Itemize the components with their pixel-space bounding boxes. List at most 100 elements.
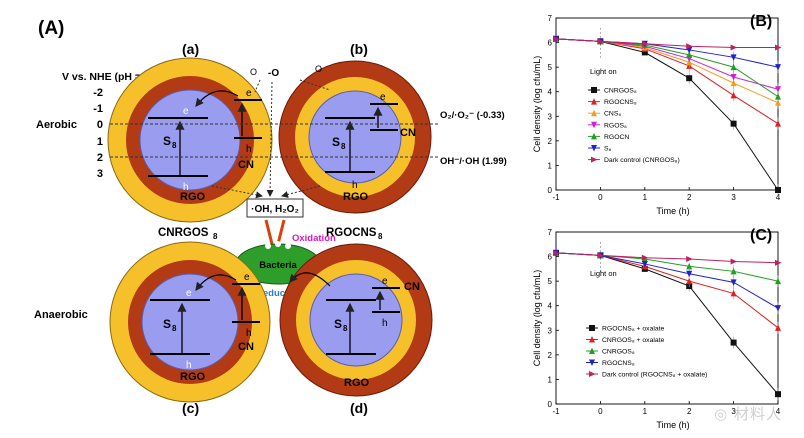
rgocns8-caption: RGOCNS	[326, 227, 377, 239]
s8-label: S	[334, 317, 342, 331]
electron-label: e	[380, 92, 386, 103]
s8-subscript: 8	[172, 141, 177, 150]
y-tick-label: 2	[548, 351, 553, 360]
data-point	[730, 289, 737, 297]
legend-entry: CNRGOS₈ + oxalate	[602, 337, 665, 344]
panel-label-a: (A)	[38, 18, 64, 39]
plot-frame	[555, 231, 779, 405]
s8-subscript: 8	[172, 324, 177, 333]
y-tick-label: 4	[548, 302, 553, 311]
series-line	[555, 252, 779, 329]
data-point	[775, 93, 781, 100]
chart-b-ylabel: Cell density (log cfu/mL)	[532, 56, 542, 153]
rgocns8-caption-sub: 8	[378, 232, 383, 241]
data-point	[686, 51, 693, 58]
chart-b-light-on: Light on	[590, 67, 617, 76]
data-point	[553, 249, 560, 256]
plot-frame	[555, 17, 779, 191]
chart-c-xlabel: Time (h)	[656, 420, 689, 430]
series-line	[555, 252, 779, 309]
data-point	[775, 187, 781, 193]
rgo-label: RGO	[343, 191, 369, 203]
o2-potential-label: O₂/·O₂⁻ (-0.33)	[440, 110, 505, 121]
cn-label: CN	[400, 127, 416, 139]
ros-label: ·OH, H₂O₂	[251, 204, 299, 215]
data-point	[730, 63, 737, 71]
reduction-label: Reduction	[256, 288, 303, 299]
x-tick-label: 2	[687, 193, 692, 202]
data-point	[641, 49, 648, 56]
data-point	[730, 120, 737, 127]
data-point	[597, 38, 604, 45]
y-tick-label: 4	[548, 88, 553, 97]
data-point	[641, 254, 649, 261]
s8-subscript: 8	[343, 324, 348, 333]
y-tick-label: 3	[548, 326, 553, 335]
cnrgos8-caption: CNRGOS	[158, 227, 209, 239]
legend-swatch-marker	[591, 87, 597, 93]
particle-cnrgos8-anaerobic: S 8 e h e h CN RGO	[109, 241, 271, 403]
data-point	[686, 43, 693, 50]
particle-rgocns8: S 8 e h CN RGO	[278, 60, 432, 214]
energy-axis-ticks: -2 -1 0 1 2 3	[93, 87, 103, 180]
energy-axis-title: V vs. NHE (pH = 7)	[62, 71, 153, 83]
electron-label: e	[244, 272, 250, 283]
cn-label: CN	[404, 281, 420, 293]
y-tick-label: 0	[548, 186, 553, 195]
legend-entry: S₈	[604, 146, 612, 153]
data-point	[686, 46, 693, 54]
oh-potential-label: OH⁻/·OH (1.99)	[440, 156, 507, 167]
subpanel-a-label: (a)	[182, 41, 199, 57]
particle-rgocns8-anaerobic: S 8 e h CN RGO	[279, 243, 433, 397]
series-line	[555, 38, 779, 191]
y-tick-label: 5	[548, 277, 553, 286]
series-line	[555, 38, 779, 68]
legend-entry: RGOCNS₈ + oxalate	[602, 326, 665, 333]
data-point	[775, 120, 781, 127]
data-point	[553, 35, 560, 42]
s8-label: S	[163, 317, 171, 331]
hole-label: h	[183, 182, 189, 193]
chart-b-panel-label: (B)	[750, 13, 772, 30]
energy-tick: 2	[97, 152, 103, 164]
energy-tick: 3	[97, 168, 103, 180]
data-point	[775, 259, 782, 266]
legend-swatch-marker	[591, 145, 597, 152]
hole-label: h	[246, 144, 252, 155]
legend-swatch-marker	[591, 98, 597, 105]
x-tick-label: 1	[643, 193, 648, 202]
schematic-panel: (A) (a) (b) (c) (d) V vs. NHE (pH = 7) -…	[34, 18, 507, 416]
rgo-label: RGO	[344, 377, 370, 389]
legend-entry: RGOS₈	[604, 122, 627, 129]
data-point	[597, 252, 604, 259]
energy-tick: 1	[97, 136, 103, 148]
legend-swatch-marker	[591, 109, 597, 117]
legend-entry: Dark control (CNRGOS₈)	[604, 157, 680, 164]
data-point	[641, 40, 649, 47]
oxidation-label: Oxidation	[292, 233, 336, 244]
legend-swatch-marker	[589, 325, 595, 331]
s8-core	[139, 89, 241, 191]
x-tick-label: -1	[552, 407, 560, 416]
legend-entry: CNRGOS₈	[604, 88, 637, 95]
rgo-label: RGO	[180, 191, 206, 203]
subpanel-c-label: (c)	[182, 400, 199, 416]
subpanel-d-label: (d)	[350, 400, 368, 416]
bacteria-label: Bacteria	[259, 260, 297, 271]
y-tick-label: 3	[548, 112, 553, 121]
rgo-label: RGO	[180, 371, 206, 383]
data-point	[641, 260, 648, 268]
y-tick-label: 2	[548, 137, 553, 146]
cnrgos8-caption-sub: 8	[213, 232, 218, 241]
series-line	[555, 38, 778, 48]
s8-label: S	[163, 134, 171, 148]
chart-c-series	[553, 249, 782, 401]
y-tick-label: 1	[548, 161, 553, 170]
s8-label: S	[332, 135, 340, 149]
data-point	[730, 44, 738, 51]
y-tick-label: 7	[548, 228, 553, 237]
data-point	[730, 339, 737, 346]
legend-entry: RGOCN	[604, 134, 629, 141]
